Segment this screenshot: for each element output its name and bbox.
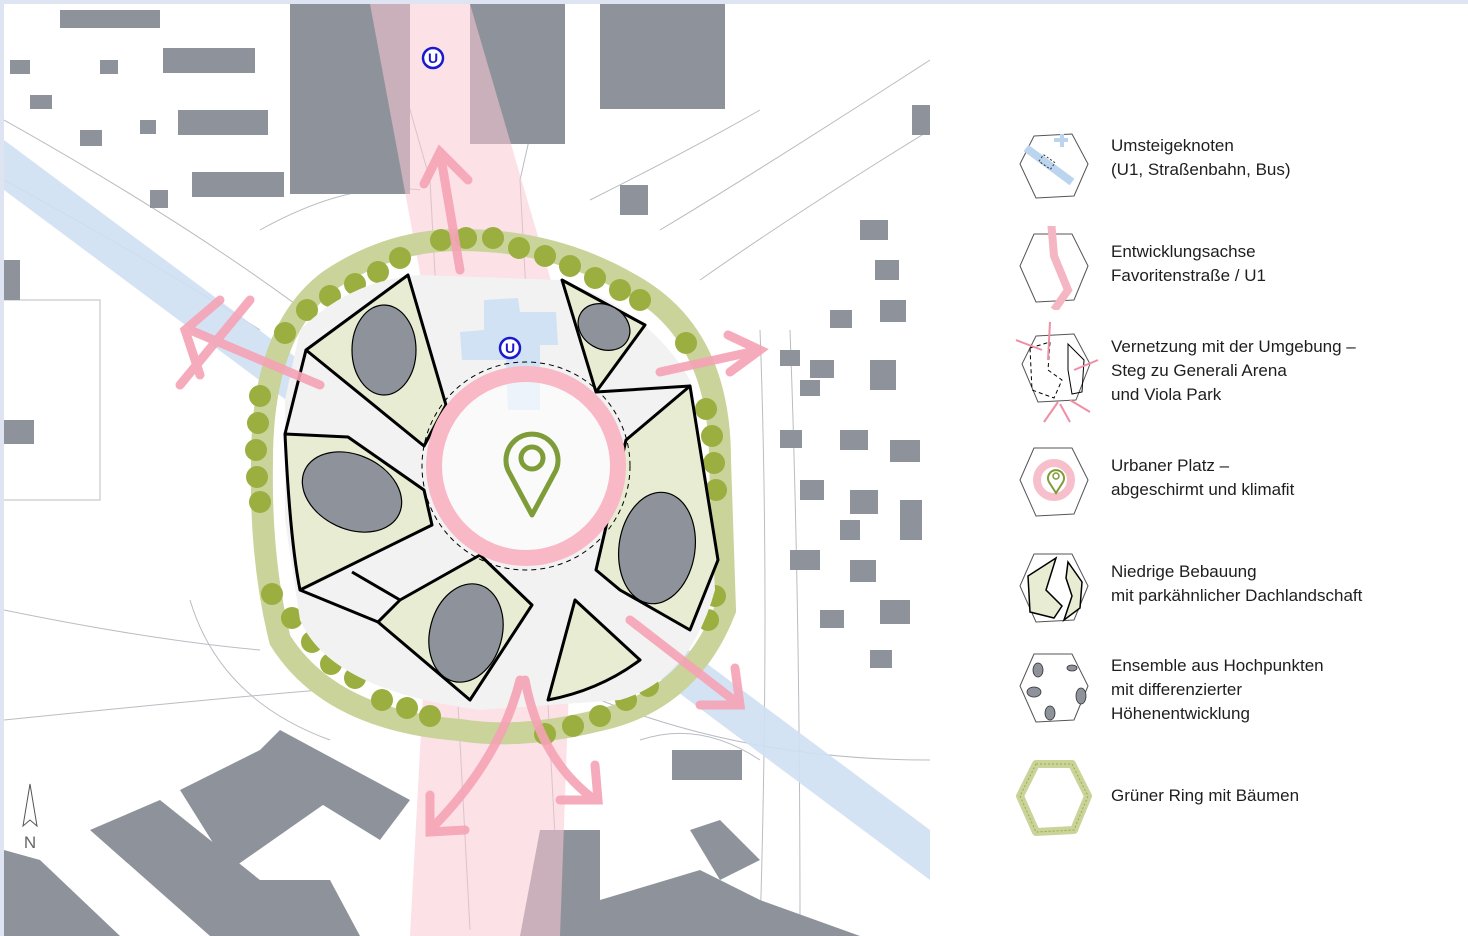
tree-icon bbox=[249, 491, 271, 513]
low-rise-buildings-icon bbox=[1019, 553, 1089, 623]
connection-arrows bbox=[175, 144, 769, 837]
connectivity-icon bbox=[1015, 321, 1099, 423]
tree-icon bbox=[249, 385, 271, 407]
legend-line: Grüner Ring mit Bäumen bbox=[1111, 786, 1300, 805]
svg-text:U: U bbox=[428, 50, 438, 66]
green-ring-icon bbox=[1016, 760, 1092, 836]
tree-icon bbox=[609, 279, 631, 301]
legend-line: Ensemble aus Hochpunkten bbox=[1111, 656, 1324, 675]
tree-icon bbox=[245, 439, 267, 461]
legend-line: Favoritenstraße / U1 bbox=[1111, 266, 1266, 285]
tree-icon bbox=[367, 261, 389, 283]
tree-icon bbox=[396, 697, 418, 719]
legend-line: abgeschirmt und klimafit bbox=[1111, 480, 1295, 499]
tree-icon bbox=[246, 466, 268, 488]
legend-line: Umsteigeknoten bbox=[1111, 136, 1234, 155]
tree-icon bbox=[247, 412, 269, 434]
tree-icon bbox=[589, 705, 611, 727]
tree-icon bbox=[705, 479, 727, 501]
urban-square-icon bbox=[1019, 447, 1089, 517]
svg-text:N: N bbox=[24, 833, 36, 852]
tree-icon bbox=[584, 267, 606, 289]
ubahn-marker-top: U bbox=[421, 46, 445, 70]
legend-line: (U1, Straßenbahn, Bus) bbox=[1111, 160, 1291, 179]
high-rise-towers bbox=[301, 303, 697, 683]
legend-line: Vernetzung mit der Umgebung – bbox=[1111, 337, 1356, 356]
legend-line: mit differenzierter bbox=[1111, 680, 1243, 699]
tree-icon bbox=[281, 607, 303, 629]
tree-icon bbox=[455, 227, 477, 249]
legend-item-high-rise: Ensemble aus Hochpunkten mit differenzier… bbox=[1014, 646, 1454, 736]
ubahn-marker-center: U bbox=[498, 336, 522, 360]
tree-icon bbox=[430, 229, 452, 251]
tree-icon bbox=[508, 237, 530, 259]
tree-icon bbox=[695, 398, 717, 420]
legend-item-transfer-node: Umsteigeknoten (U1, Straßenbahn, Bus) bbox=[1014, 124, 1454, 214]
site-plan-map: U U N bbox=[4, 4, 930, 936]
legend-line: Entwicklungsachse bbox=[1111, 242, 1256, 261]
tree-icon bbox=[371, 689, 393, 711]
legend-line: Höhenentwicklung bbox=[1111, 704, 1250, 723]
tree-icon bbox=[629, 289, 651, 311]
legend-line: und Viola Park bbox=[1111, 385, 1222, 404]
tree-icon bbox=[274, 322, 296, 344]
north-arrow-icon: N bbox=[22, 783, 38, 852]
legend-line: Niedrige Bebauung bbox=[1111, 562, 1257, 581]
tree-icon bbox=[562, 715, 584, 737]
legend-item-connectivity: Vernetzung mit der Umgebung – Steg zu Gen… bbox=[1014, 320, 1454, 423]
tree-icon bbox=[419, 705, 441, 727]
legend-item-low-rise: Niedrige Bebauung mit parkähnlicher Dachl… bbox=[1014, 546, 1454, 636]
tree-icon bbox=[559, 255, 581, 277]
location-pin-icon bbox=[503, 431, 561, 518]
legend-line: mit parkähnlicher Dachlandschaft bbox=[1111, 586, 1363, 605]
open-spaces bbox=[283, 349, 691, 624]
buildings bbox=[4, 4, 930, 936]
tree-icon bbox=[296, 299, 318, 321]
tree-icon bbox=[319, 285, 341, 307]
tree-icon bbox=[703, 452, 725, 474]
legend-line: Steg zu Generali Arena bbox=[1111, 361, 1287, 380]
tree-icon bbox=[701, 425, 723, 447]
legend-item-green-ring: Grüner Ring mit Bäumen bbox=[1014, 756, 1454, 846]
transfer-node-icon bbox=[1019, 133, 1089, 199]
tree-icon bbox=[675, 332, 697, 354]
tree-icon bbox=[482, 227, 504, 249]
tree-icon bbox=[261, 583, 283, 605]
tree-icon bbox=[534, 245, 556, 267]
development-axis-icon bbox=[1019, 226, 1089, 310]
tree-icon bbox=[389, 247, 411, 269]
legend-item-urban-square: Urbaner Platz – abgeschirmt und klimafit bbox=[1014, 440, 1454, 530]
legend-line: Urbaner Platz – bbox=[1111, 456, 1230, 475]
high-rise-ensemble-icon bbox=[1019, 653, 1089, 723]
svg-text:U: U bbox=[505, 340, 515, 356]
